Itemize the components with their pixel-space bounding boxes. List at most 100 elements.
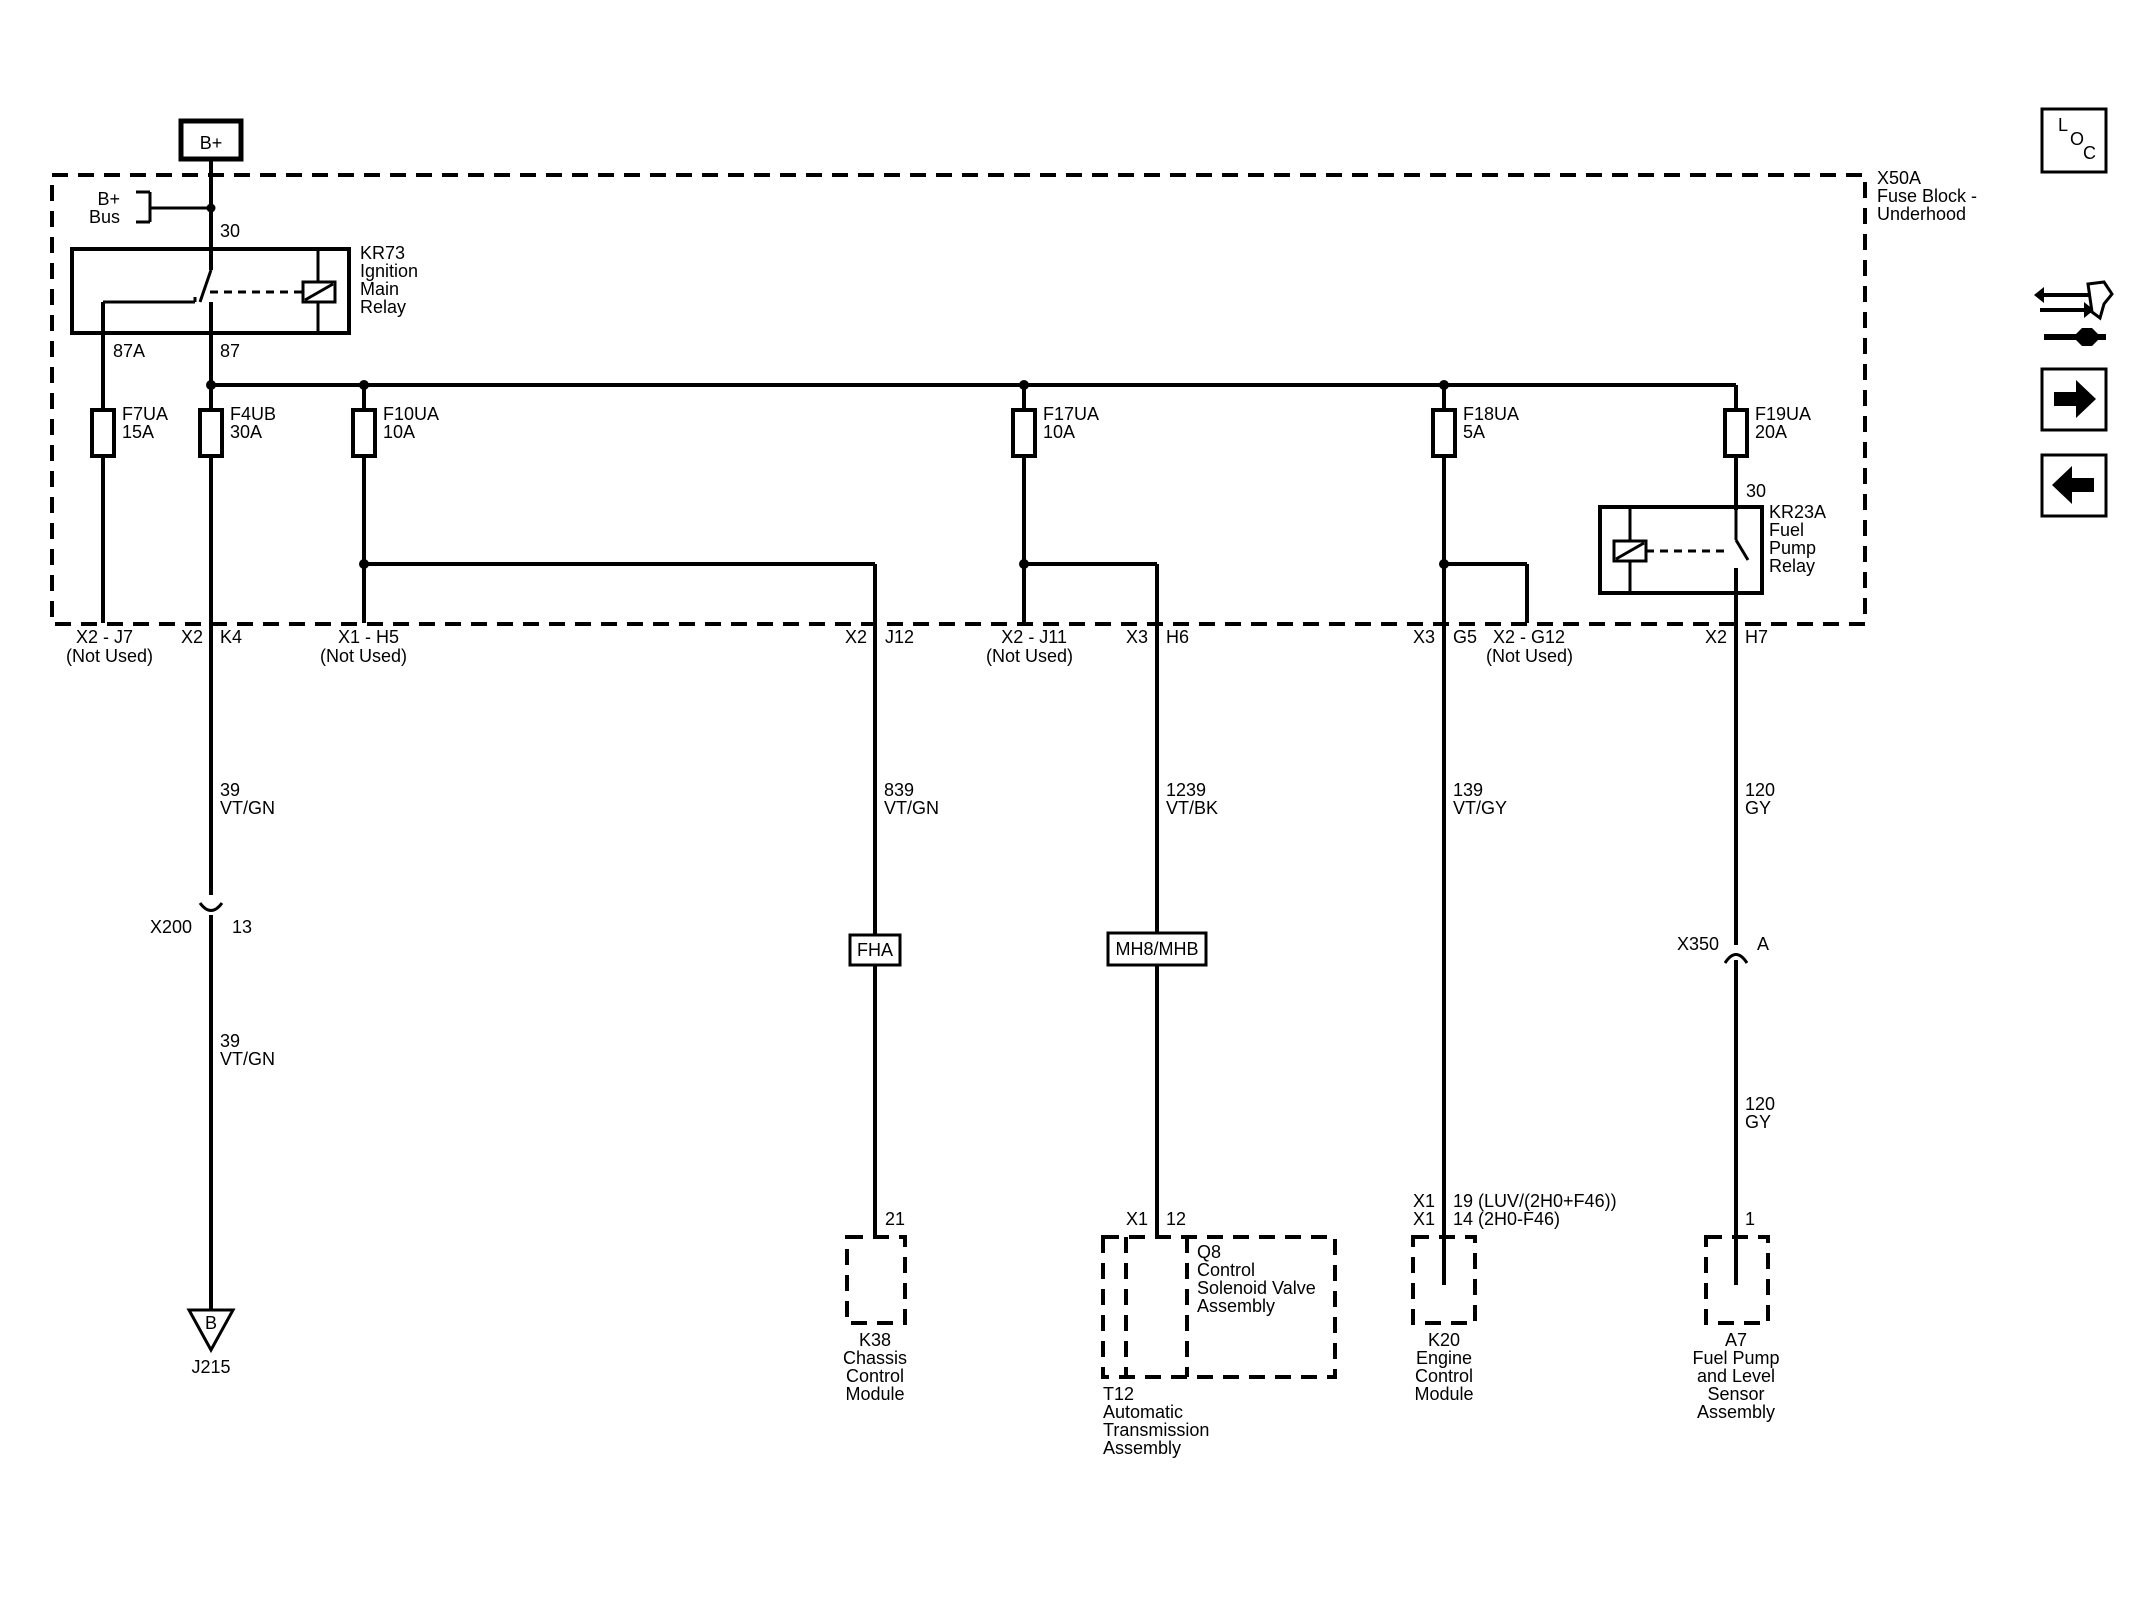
connector-x200 bbox=[195, 891, 227, 925]
pin-x2-j11: X2 - J11 bbox=[1001, 627, 1067, 647]
fuse-f7ua-name: F7UA bbox=[122, 404, 168, 424]
k20-pin-2: 14 (2H0-F46) bbox=[1453, 1209, 1560, 1229]
k38-name: K38 bbox=[859, 1330, 891, 1350]
kr73-desc-3: Relay bbox=[360, 297, 406, 317]
kr23a-desc-1: Fuel bbox=[1769, 520, 1804, 540]
a7-desc-1: Fuel Pump bbox=[1692, 1348, 1779, 1368]
pin-x3-h6-pin: H6 bbox=[1166, 627, 1189, 647]
assembly-t12 bbox=[1101, 1235, 1337, 1379]
location-view-button[interactable]: L O C bbox=[2040, 107, 2108, 174]
loc-letter-c: C bbox=[2083, 143, 2096, 163]
t12-desc-1: Automatic bbox=[1103, 1402, 1183, 1422]
harness-fha: FHA bbox=[848, 933, 902, 967]
k20-desc-1: Engine bbox=[1416, 1348, 1472, 1368]
pin-x2-j7-note: (Not Used) bbox=[66, 646, 153, 666]
pin-x2-g12-note: (Not Used) bbox=[1486, 646, 1573, 666]
k20-name: K20 bbox=[1428, 1330, 1460, 1350]
wire-139-color: VT/GY bbox=[1453, 798, 1507, 818]
a7-name: A7 bbox=[1725, 1330, 1747, 1350]
q8-name: Q8 bbox=[1197, 1242, 1221, 1262]
ground-letter: B bbox=[205, 1313, 217, 1333]
pin-x2-g12: X2 - G12 bbox=[1493, 627, 1565, 647]
fuse-f7ua bbox=[90, 408, 116, 458]
kr73-desc-2: Main bbox=[360, 279, 399, 299]
kr23a-desc-2: Pump bbox=[1769, 538, 1816, 558]
fuse-f4ub bbox=[198, 408, 224, 458]
q8-desc-1: Control bbox=[1197, 1260, 1255, 1280]
next-page-button[interactable] bbox=[2040, 367, 2108, 432]
ground-name: J215 bbox=[191, 1357, 230, 1377]
fuse-f7ua-rating: 15A bbox=[122, 422, 154, 442]
arrow-left-icon bbox=[2052, 466, 2094, 504]
fuse-f18ua-name: F18UA bbox=[1463, 404, 1519, 424]
fuse-f17ua-rating: 10A bbox=[1043, 422, 1075, 442]
wire-839-number: 839 bbox=[884, 780, 914, 800]
kr73-desc-1: Ignition bbox=[360, 261, 418, 281]
fuse-f10ua-rating: 10A bbox=[383, 422, 415, 442]
fuse-f17ua bbox=[1011, 408, 1037, 458]
connector-x200-pin: 13 bbox=[232, 917, 252, 937]
loc-letter-o: O bbox=[2070, 129, 2084, 149]
t12-pin: 12 bbox=[1166, 1209, 1186, 1229]
fuse-f19ua bbox=[1723, 408, 1749, 458]
connector-view-icon[interactable] bbox=[2034, 280, 2114, 346]
k20-conn-2: X1 bbox=[1413, 1209, 1435, 1229]
connector-x350 bbox=[1720, 945, 1752, 978]
pin-x2-j12-conn: X2 bbox=[845, 627, 867, 647]
kr73-pin-30: 30 bbox=[220, 221, 240, 241]
k38-pin: 21 bbox=[885, 1209, 905, 1229]
pin-x2-h7-conn: X2 bbox=[1705, 627, 1727, 647]
wire-39-number: 39 bbox=[220, 780, 240, 800]
fuse-block-desc-2: Underhood bbox=[1877, 204, 1966, 224]
q8-desc-2: Solenoid Valve bbox=[1197, 1278, 1316, 1298]
wire-39b-color: VT/GN bbox=[220, 1049, 275, 1069]
previous-page-button[interactable] bbox=[2040, 453, 2108, 518]
fuse-f17ua-name: F17UA bbox=[1043, 404, 1099, 424]
bplus-label: B+ bbox=[200, 133, 223, 153]
fuse-block-desc-1: Fuse Block - bbox=[1877, 186, 1977, 206]
t12-desc-2: Transmission bbox=[1103, 1420, 1209, 1440]
fuse-f18ua-rating: 5A bbox=[1463, 422, 1485, 442]
wire-1239-color: VT/BK bbox=[1166, 798, 1218, 818]
loc-letter-l: L bbox=[2058, 115, 2068, 135]
pin-x2-j11-note: (Not Used) bbox=[986, 646, 1073, 666]
k38-desc-3: Module bbox=[845, 1384, 904, 1404]
fuse-f4ub-name: F4UB bbox=[230, 404, 276, 424]
ground-j215: B bbox=[186, 1308, 236, 1354]
harness-mh8-mhb: MH8/MHB bbox=[1106, 931, 1208, 967]
kr73-pin-87a: 87A bbox=[113, 341, 145, 361]
fuse-f10ua bbox=[351, 408, 377, 458]
k20-desc-2: Control bbox=[1415, 1366, 1473, 1386]
harness-mh8-label: MH8/MHB bbox=[1115, 939, 1198, 959]
a7-desc-2: and Level bbox=[1697, 1366, 1775, 1386]
module-a7 bbox=[1704, 1235, 1770, 1325]
fuse-f10ua-name: F10UA bbox=[383, 404, 439, 424]
relay-kr23a bbox=[1598, 505, 1764, 1285]
k20-conn-1: X1 bbox=[1413, 1191, 1435, 1211]
fuse-block-boundary bbox=[50, 173, 1867, 626]
connector-x350-pin: A bbox=[1757, 934, 1769, 954]
pin-x2-k4-conn: X2 bbox=[181, 627, 203, 647]
fuse-block-title: X50A bbox=[1877, 168, 1921, 188]
q8-desc-3: Assembly bbox=[1197, 1296, 1275, 1316]
t12-name: T12 bbox=[1103, 1384, 1134, 1404]
wire-120-color: GY bbox=[1745, 798, 1771, 818]
a7-desc-4: Assembly bbox=[1697, 1402, 1775, 1422]
harness-fha-label: FHA bbox=[857, 940, 893, 960]
fuse-f18ua bbox=[1431, 408, 1457, 458]
kr23a-name: KR23A bbox=[1769, 502, 1826, 522]
kr23a-pin-30: 30 bbox=[1746, 481, 1766, 501]
module-k20 bbox=[1411, 1235, 1477, 1325]
k38-desc-1: Chassis bbox=[843, 1348, 907, 1368]
k20-pin-1: 19 (LUV/(2H0+F46)) bbox=[1453, 1191, 1617, 1211]
module-k38 bbox=[845, 1235, 907, 1325]
wire-120-number: 120 bbox=[1745, 780, 1775, 800]
wire-120b-color: GY bbox=[1745, 1112, 1771, 1132]
fuse-f19ua-rating: 20A bbox=[1755, 422, 1787, 442]
wire-39b-number: 39 bbox=[220, 1031, 240, 1051]
wire-139-number: 139 bbox=[1453, 780, 1483, 800]
arrow-right-icon bbox=[2054, 380, 2096, 418]
pin-x3-g5-conn: X3 bbox=[1413, 627, 1435, 647]
